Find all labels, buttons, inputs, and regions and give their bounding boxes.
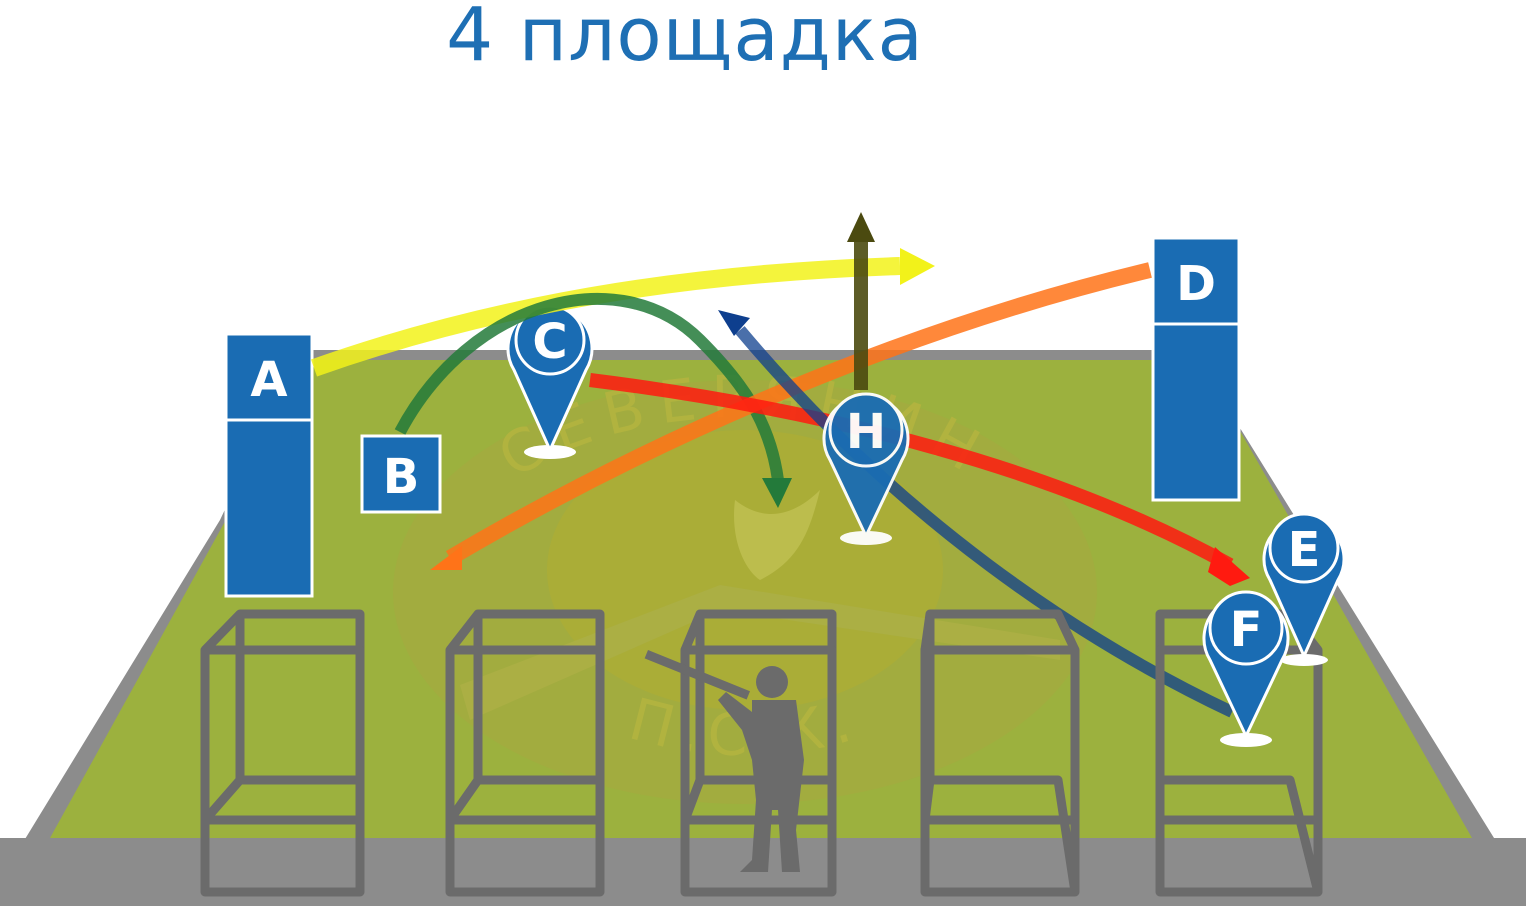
house-d-label: D [1176,256,1216,312]
house-b-label: B [383,449,420,505]
page-title: 4 площадка [446,0,924,78]
path-olive-arrowhead [847,212,875,242]
path-red-arrowhead [1208,547,1250,586]
pin-e-label: E [1288,522,1321,578]
path-navy-arrowhead [718,310,750,336]
shooter-icon [644,650,804,872]
pin-c: C [506,304,594,459]
trap-house-b: B [360,434,442,514]
pin-h: H [822,392,910,545]
station-2 [445,609,605,897]
path-yellow [310,257,901,377]
path-red [589,373,1234,572]
trajectories [310,212,1250,718]
station-4 [920,609,1080,897]
pin-h-label: H [846,404,886,460]
trap-house-d: D [1151,236,1241,502]
pin-c-label: C [532,314,567,370]
path-orange [445,262,1152,565]
house-a-label: A [250,352,287,408]
logo-gun-icon [460,585,1060,720]
path-yellow-arrowhead [900,248,935,285]
station-1 [200,609,365,897]
logo-bird-icon [734,490,820,580]
path-green [394,292,784,481]
path-green-arrowhead [762,478,792,508]
path-navy [735,326,1235,718]
pin-f-label: F [1230,602,1263,658]
pin-e: E [1262,512,1346,666]
pin-f: F [1202,590,1290,747]
trap-house-a: A [224,332,314,598]
path-orange-arrowhead [430,546,462,570]
